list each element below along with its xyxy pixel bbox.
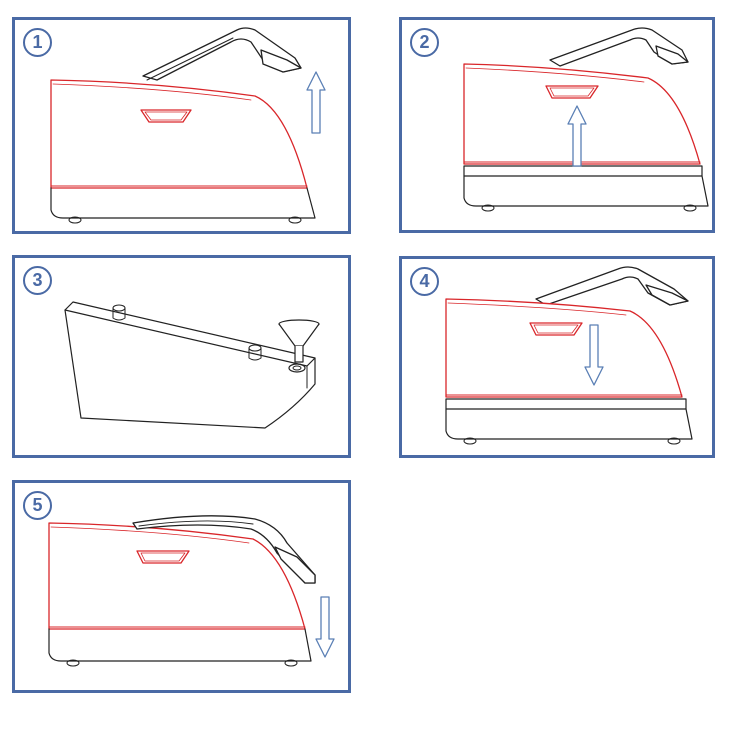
down-arrow-icon <box>584 324 604 386</box>
lid-handle <box>529 322 583 336</box>
water-reservoir <box>64 301 316 429</box>
fill-opening <box>288 363 306 373</box>
base <box>50 187 316 219</box>
step-3-panel: 3 <box>12 255 351 458</box>
handle-grip <box>655 45 689 65</box>
lid-handle <box>545 85 599 99</box>
lid-handle <box>140 109 192 123</box>
handle-grip <box>645 284 689 306</box>
step-2-badge: 2 <box>410 28 439 57</box>
step-3-badge: 3 <box>23 266 52 295</box>
step-4-illustration <box>445 266 693 445</box>
step-3-illustration <box>64 301 320 429</box>
handle-grip <box>274 546 316 584</box>
lid <box>48 522 306 630</box>
step-2-panel: 2 <box>399 17 715 233</box>
up-arrow-icon <box>567 105 587 167</box>
base <box>445 398 687 410</box>
step-4-panel: 4 <box>399 256 715 458</box>
step-1-illustration <box>50 27 326 224</box>
step-4-badge: 4 <box>410 267 439 296</box>
lid <box>463 63 701 165</box>
lid <box>50 79 308 189</box>
step-5-panel: 5 <box>12 480 351 693</box>
handle-grip <box>260 49 302 73</box>
step-5-illustration <box>48 515 335 667</box>
base <box>48 628 312 662</box>
step-5-badge: 5 <box>23 491 52 520</box>
step-2-illustration <box>463 27 709 212</box>
handle <box>142 27 302 81</box>
lid <box>445 298 683 398</box>
reservoir-cap <box>112 304 126 312</box>
base <box>463 165 703 177</box>
step-1-badge: 1 <box>23 28 52 57</box>
lid-handle <box>136 550 190 564</box>
down-arrow-icon <box>315 596 335 658</box>
step-1-panel: 1 <box>12 17 351 234</box>
up-arrow-icon <box>306 71 326 134</box>
funnel-icon <box>278 319 320 363</box>
